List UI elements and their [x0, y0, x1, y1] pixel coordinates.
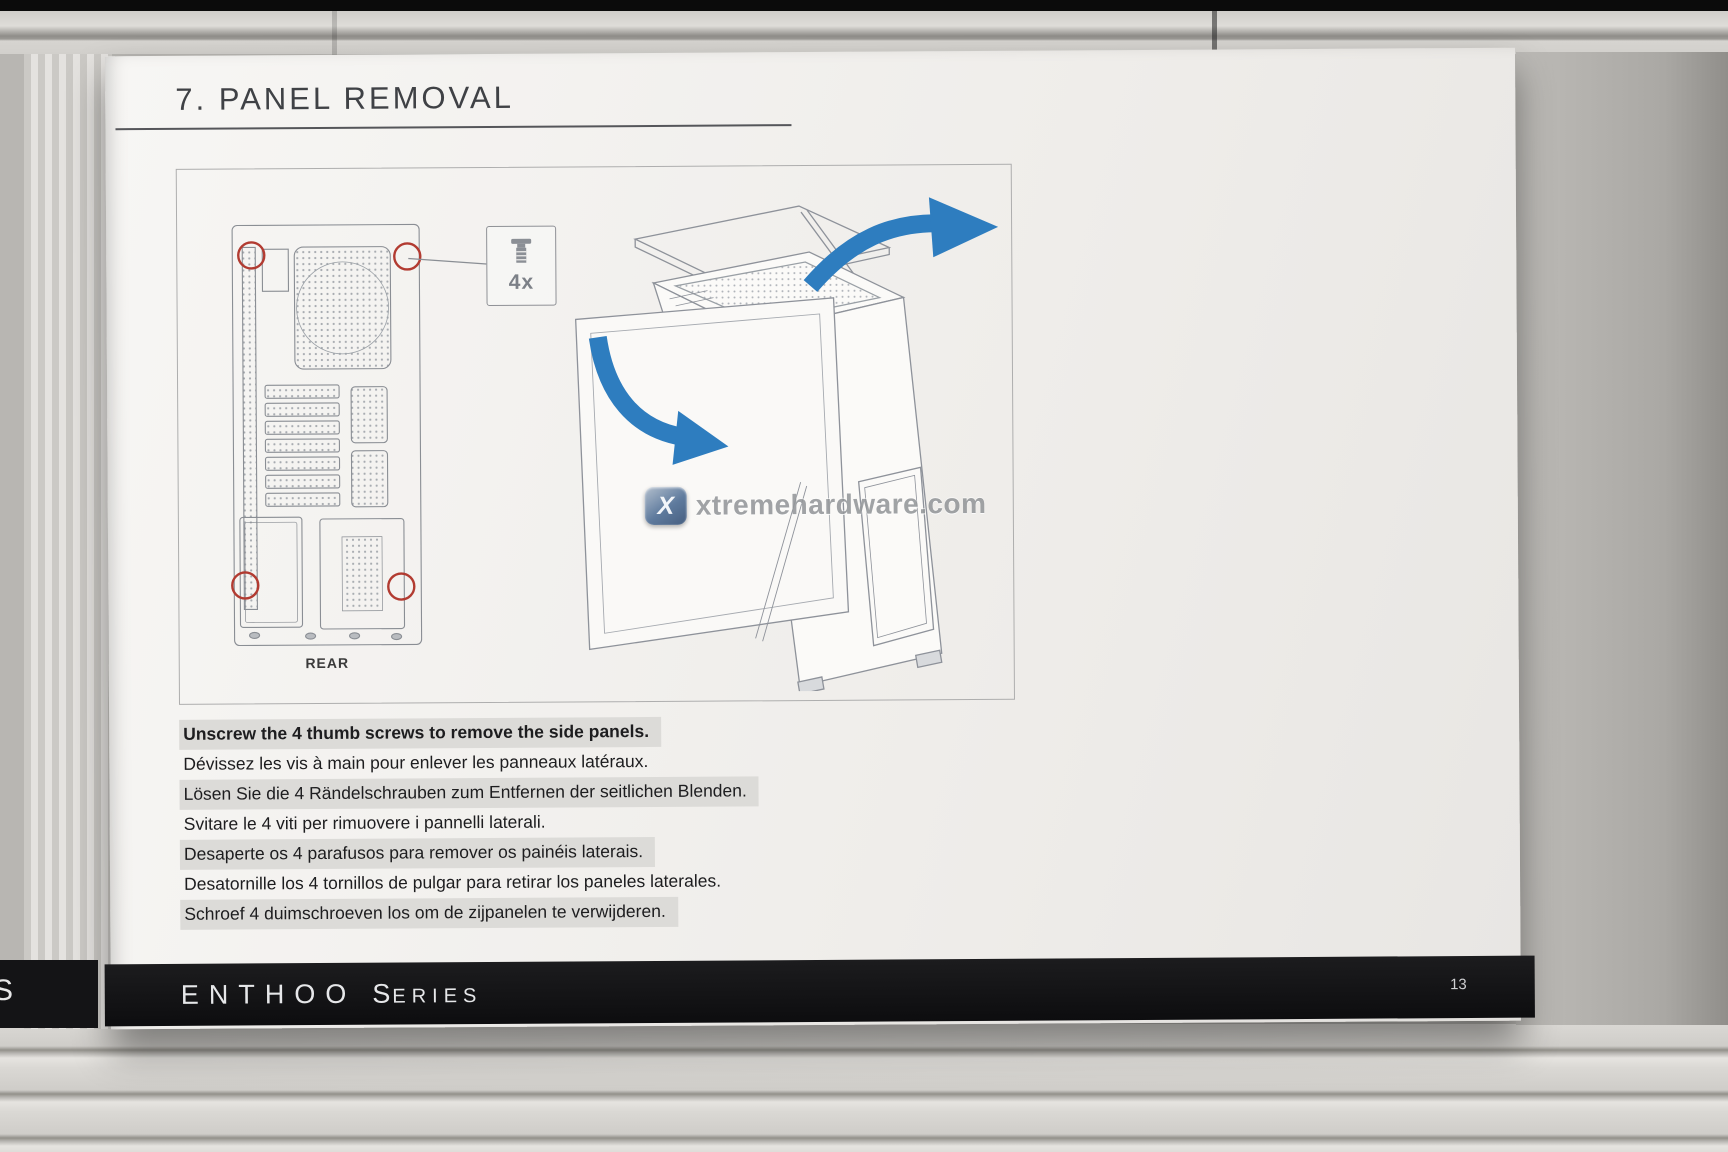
siding-joint [1212, 11, 1217, 55]
rear-view-drawing [231, 223, 423, 647]
brand-series-rest: ERIES [392, 984, 483, 1008]
removal-arrows [588, 197, 999, 465]
brand-logo: ENTHOO SERIES [181, 978, 483, 1011]
page-title: 7. PANEL REMOVAL [175, 79, 515, 117]
facing-page-footer: S [0, 960, 98, 1028]
instruction-line-it: Svitare le 4 viti per rimuovere i pannel… [183, 811, 546, 834]
siding-joint [332, 11, 337, 55]
title-rule [115, 124, 792, 131]
thumb-screw-icon [511, 238, 532, 263]
wall-siding-top [0, 0, 1728, 54]
brand-enthoo: ENTHOO [180, 978, 357, 1010]
figure-panel: REAR 4x [175, 163, 1015, 705]
watermark: X xtremehardware.com [644, 485, 987, 526]
instruction-line-pt: Desaperte os 4 parafusos para remover os… [179, 836, 759, 870]
thumb-screw-markers [231, 241, 422, 601]
case-iso-drawing [574, 197, 999, 693]
instruction-line-fr: Dévissez les vis à main pour enlever les… [183, 751, 649, 774]
instruction-line-de: Lösen Sie die 4 Rändelschrauben zum Entf… [179, 776, 759, 810]
footer-bar: ENTHOO SERIES 13 [104, 955, 1535, 1027]
instruction-list: Unscrew the 4 thumb screws to remove the… [179, 716, 760, 930]
watermark-badge: X [644, 486, 687, 526]
screw-count-label: 4x [508, 270, 535, 294]
instruction-line-es: Desatornille los 4 tornillos de pulgar p… [184, 870, 722, 894]
rear-label: REAR [305, 654, 350, 672]
wall-siding-bottom [0, 1024, 1728, 1152]
page-stack-edge [24, 54, 112, 1029]
screw-callout-box: 4x [486, 225, 557, 306]
manual-page: 7. PANEL REMOVAL [104, 47, 1535, 1030]
instruction-line-nl: Schroef 4 duimschroeven los om de zijpan… [180, 896, 759, 930]
page-number: 13 [1449, 976, 1467, 994]
instruction-line-en: Unscrew the 4 thumb screws to remove the… [179, 716, 758, 750]
brand-series-initial: S [372, 978, 393, 1009]
background-right [1516, 52, 1728, 1025]
facing-footer-letter: S [0, 974, 20, 1007]
watermark-text: xtremehardware.com [695, 487, 987, 521]
